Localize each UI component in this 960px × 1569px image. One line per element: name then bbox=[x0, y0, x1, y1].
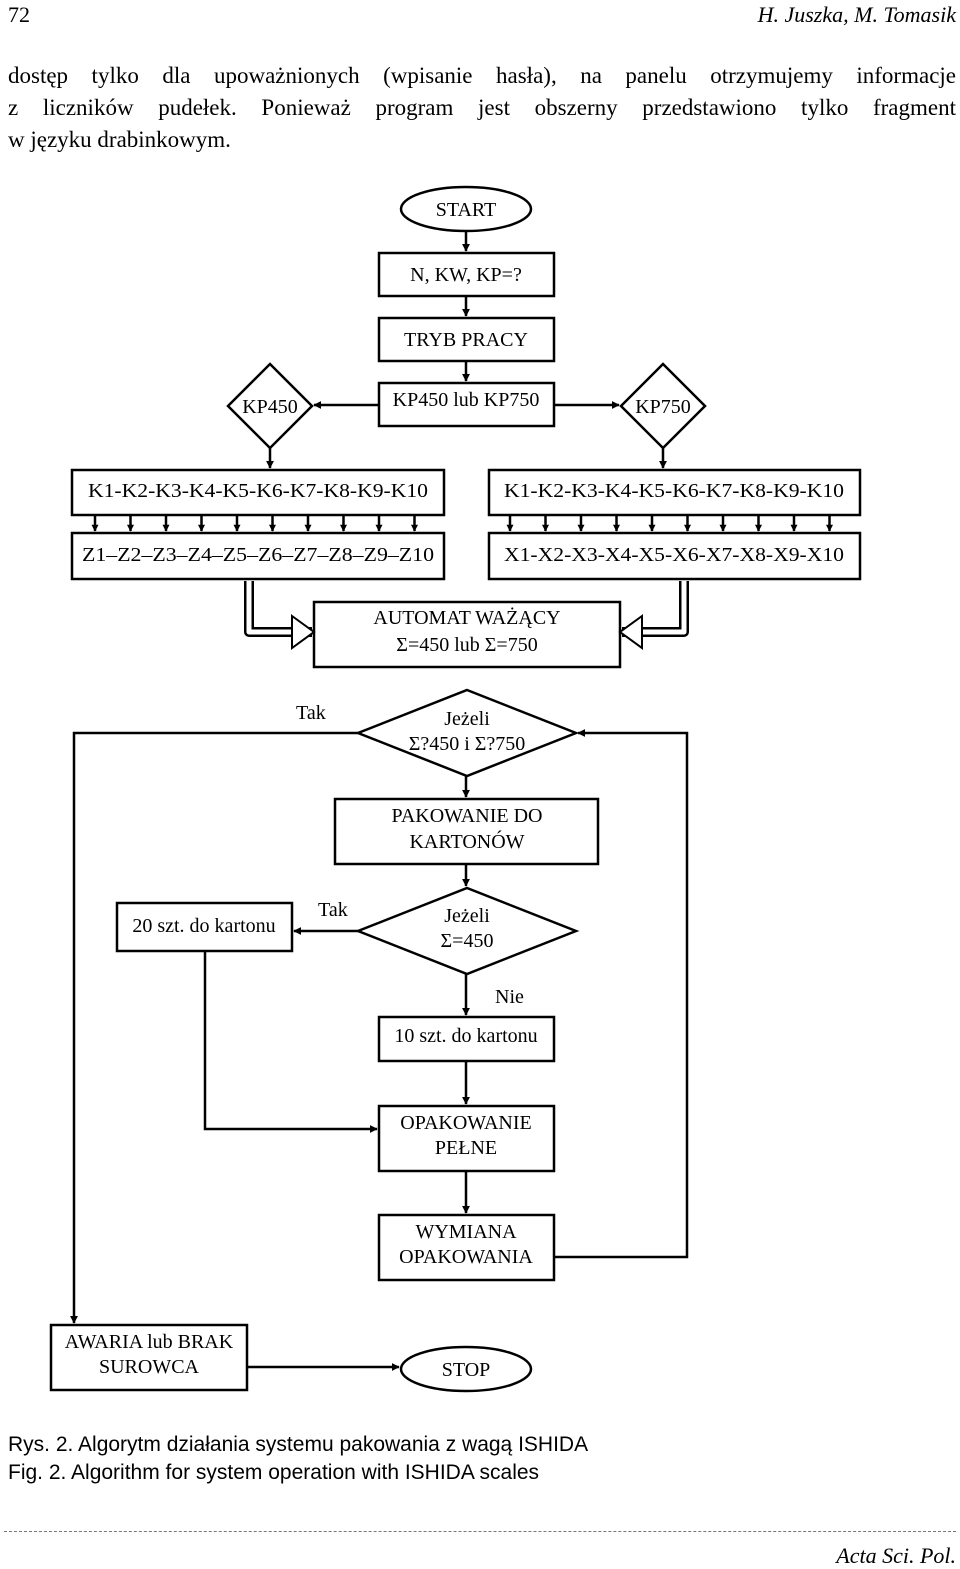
nie-label: Nie bbox=[495, 986, 524, 1008]
hollow-arrow-bodies bbox=[246, 581, 687, 635]
flowchart-diagram: START N, KW, KP=? TRYB PRACY KP450 lub K… bbox=[49, 185, 862, 1393]
page-number: 72 bbox=[8, 2, 30, 27]
weigher-label-2: Σ=450 lub Σ=750 bbox=[396, 634, 537, 656]
decision1-label-1: Jeżeli bbox=[444, 708, 490, 730]
kp750-label: KP750 bbox=[635, 396, 691, 418]
weigher-box bbox=[312, 600, 622, 669]
body-line-2: z liczników pudełek. Ponieważ program je… bbox=[8, 95, 956, 120]
replace-label-1: WYMIANA bbox=[415, 1221, 517, 1243]
body-line-3: w języku drabinkowym. bbox=[8, 127, 231, 152]
footer-rule bbox=[4, 1531, 956, 1532]
stop-terminal bbox=[399, 1345, 533, 1393]
tak1-label: Tak bbox=[296, 702, 326, 724]
fault-label-2: SUROWCA bbox=[99, 1356, 200, 1378]
journal-name: Acta Sci. Pol. bbox=[836, 1543, 956, 1568]
hollow-arrow-heads bbox=[291, 614, 643, 650]
counter-to-output-arrows bbox=[91, 515, 833, 532]
weigher-label-1: AUTOMAT WAŻĄCY bbox=[373, 606, 560, 629]
fault-label-1: AWARIA lub BRAK bbox=[65, 1331, 234, 1353]
full-label-1: OPAKOWANIE bbox=[400, 1112, 531, 1134]
input-label: N, KW, KP=? bbox=[410, 264, 522, 286]
tak2-label: Tak bbox=[318, 899, 348, 921]
counters-left-label: K1-K2-K3-K4-K5-K6-K7-K8-K9-K10 bbox=[88, 480, 428, 502]
counters-right-box bbox=[487, 468, 862, 517]
outputs-right-box bbox=[487, 531, 862, 581]
figure-caption-pl: Rys. 2. Algorytm działania systemu pakow… bbox=[8, 1433, 589, 1456]
kp450-label: KP450 bbox=[242, 396, 298, 418]
packing-label-1: PAKOWANIE DO bbox=[392, 805, 543, 827]
fault-box bbox=[49, 1323, 249, 1392]
outputs-right-label: X1-X2-X3-X4-X5-X6-X7-X8-X9-X10 bbox=[504, 544, 844, 566]
decision2-label-2: Σ=450 bbox=[441, 930, 494, 952]
mode-label: TRYB PRACY bbox=[404, 329, 528, 351]
outputs-left-label: Z1–Z2–Z3–Z4–Z5–Z6–Z7–Z8–Z9–Z10 bbox=[82, 544, 434, 566]
start-label: START bbox=[436, 199, 497, 221]
figure-caption-en: Fig. 2. Algorithm for system operation w… bbox=[8, 1461, 540, 1484]
packing-label-2: KARTONÓW bbox=[409, 829, 524, 853]
body-line-1: dostęp tylko dla upoważnionych (wpisanie… bbox=[8, 63, 956, 88]
body-paragraph: dostęp tylko dla upoważnionych (wpisanie… bbox=[8, 60, 956, 156]
decision2-label-1: Jeżeli bbox=[444, 905, 490, 927]
full-label-2: PEŁNE bbox=[435, 1137, 497, 1159]
running-head-authors: H. Juszka, M. Tomasik bbox=[757, 2, 956, 27]
counters-right-label: K1-K2-K3-K4-K5-K6-K7-K8-K9-K10 bbox=[504, 480, 844, 502]
choice-label: KP450 lub KP750 bbox=[393, 389, 540, 411]
box10-label: 10 szt. do kartonu bbox=[394, 1025, 537, 1047]
counters-left-box bbox=[70, 468, 446, 517]
decision1-label-2: Σ?450 i Σ?750 bbox=[409, 733, 526, 755]
stop-label: STOP bbox=[442, 1359, 491, 1381]
outputs-left-box bbox=[70, 531, 446, 581]
replace-box bbox=[377, 1213, 556, 1282]
replace-label-2: OPAKOWANIA bbox=[399, 1246, 533, 1268]
box20-label: 20 szt. do kartonu bbox=[132, 915, 275, 937]
